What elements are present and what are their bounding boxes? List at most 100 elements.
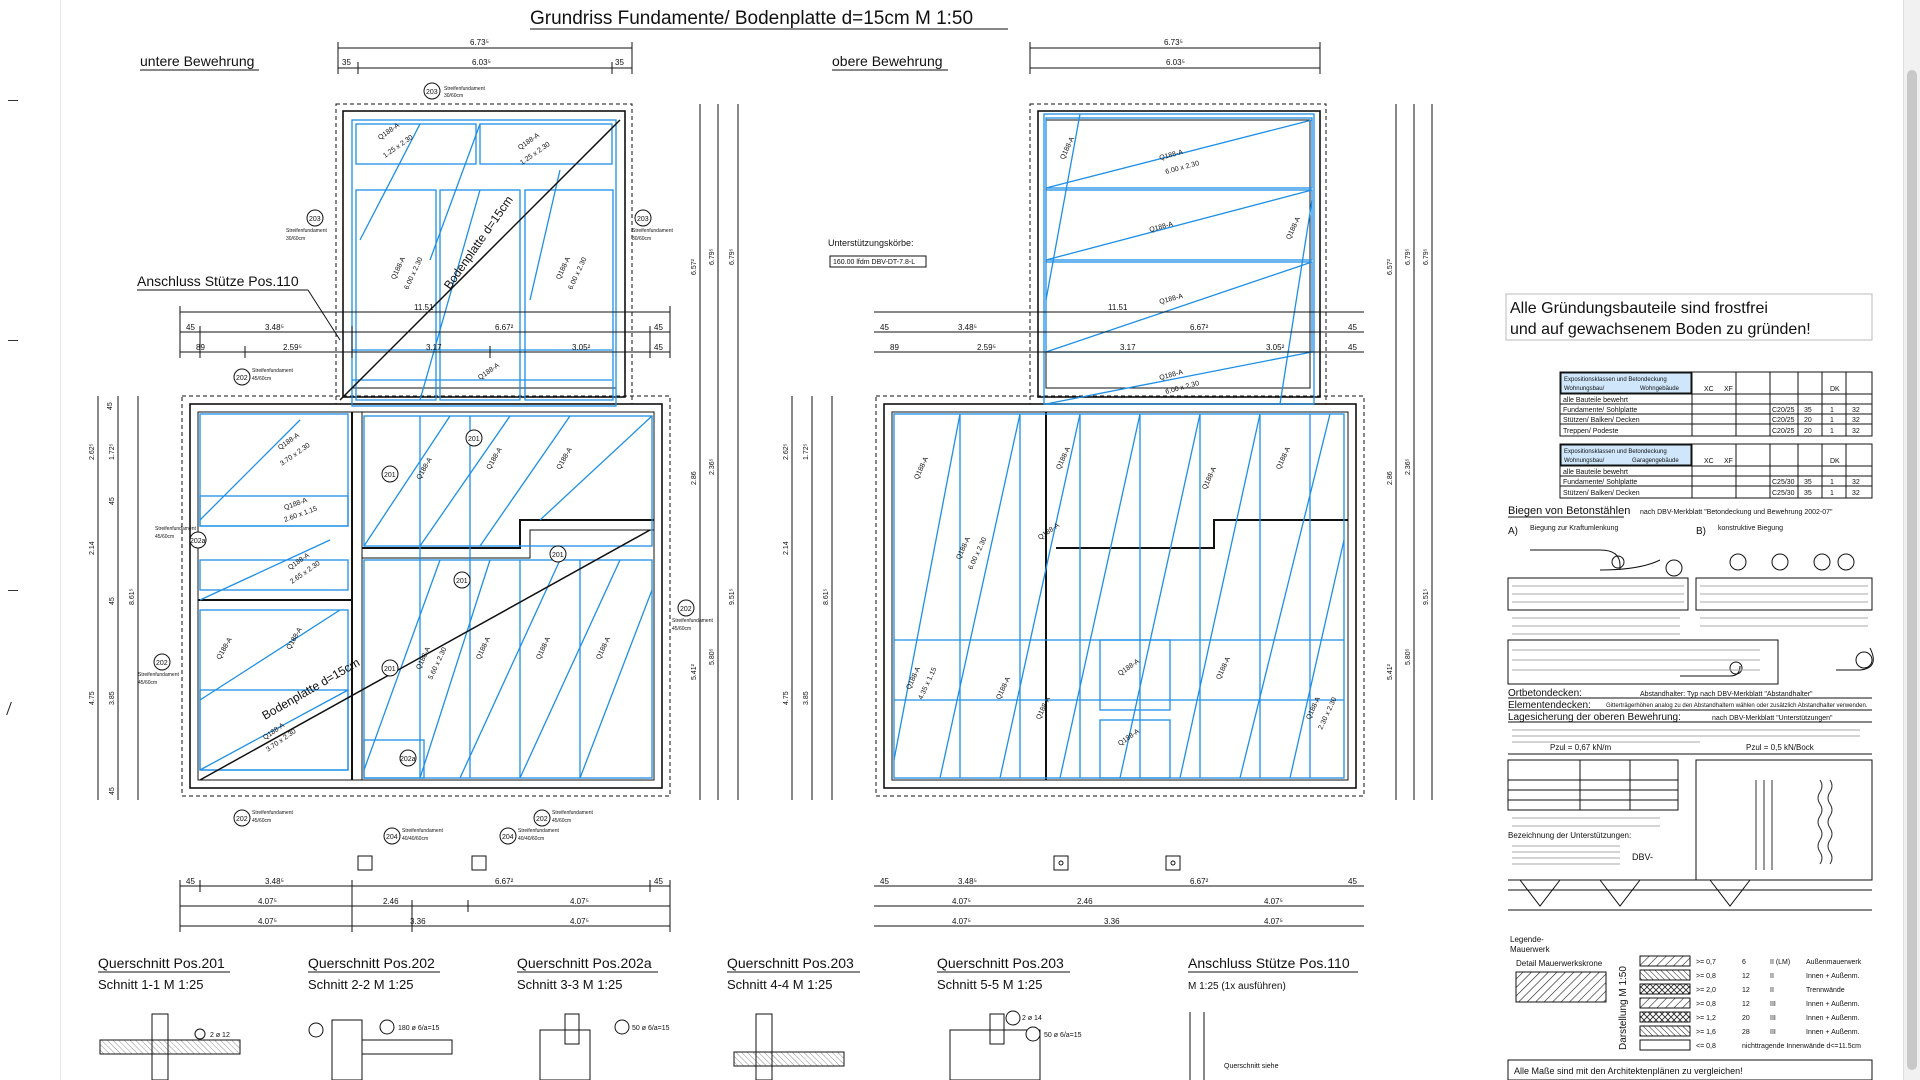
fnd-note: 40/40/60cm — [518, 836, 544, 842]
fnd-note: Streifenfundament — [632, 228, 673, 234]
dim-top-total-r: 6.73⁵ — [1164, 38, 1183, 47]
section-sub: Schnitt 3-3 M 1:25 — [517, 977, 623, 992]
t1-sub2: Wohngebäude — [1640, 386, 1680, 392]
mesh-tag-r: Q188-A — [1159, 293, 1184, 306]
t2-col32: 32 — [1852, 490, 1860, 497]
fnd-202: 202 — [156, 660, 168, 667]
dim-top-total: 6.73⁵ — [470, 38, 489, 47]
fnd-note: 45/60cm — [252, 376, 271, 382]
frost-note-2: und auf gewachsenem Boden zu gründen! — [1510, 321, 1811, 338]
t1-row: 1 — [1830, 407, 1834, 414]
mesh-tag: Q188-A — [286, 626, 304, 651]
section-sub: Schnitt 4-4 M 1:25 — [727, 977, 833, 992]
element: Elementendecken: — [1508, 700, 1591, 711]
label-obere-bewehrung: obere Bewehrung — [832, 53, 943, 69]
dim-left: 1.72⁵ — [109, 443, 116, 460]
t2-row: 35 — [1804, 490, 1812, 497]
dim-row-b: 3.17 — [426, 343, 442, 352]
scrollbar-thumb[interactable] — [1907, 70, 1917, 1070]
section-note: 2 ø 14 — [1022, 1015, 1042, 1022]
dim-right-r: 5.80⁵ — [1405, 648, 1412, 665]
dim-right-r: 2.36⁵ — [1405, 458, 1412, 475]
mesh-tag: Q188-A — [216, 636, 234, 661]
fnd-202: 202 — [536, 816, 548, 823]
fnd-note: Streifenfundament — [402, 828, 443, 834]
mw-row: III — [1770, 1001, 1776, 1008]
fnd-note: Streifenfundament — [155, 526, 196, 532]
t1-head: Expositionsklassen und Betondeckung — [1564, 377, 1667, 383]
mw-row: II — [1770, 973, 1774, 980]
fnd-202a: 202a — [190, 538, 206, 545]
mw-row: >= 1,6 — [1696, 1029, 1716, 1036]
mw-row: 6 — [1742, 959, 1746, 966]
mesh-tag-r: Q188-A — [905, 666, 922, 691]
mesh-tag-r: Q188-A — [995, 676, 1012, 701]
mw-row: Innen + Außenm. — [1806, 1029, 1860, 1036]
mw-row: Innen + Außenm. — [1806, 1001, 1860, 1008]
t1-col-xf: XF — [1724, 386, 1733, 393]
dim-bottom-c: 4.07⁵ — [570, 917, 589, 926]
dim-top-inner-r: 6.03⁵ — [1166, 58, 1185, 67]
drawing-title: Grundriss Fundamente/ Bodenplatte d=15cm… — [530, 8, 973, 29]
t1-row: 1 — [1830, 428, 1834, 435]
t1-row: 1 — [1830, 417, 1834, 424]
dim-1151-r: 11.51 — [1108, 303, 1128, 312]
dim-right: 9.51⁵ — [729, 588, 736, 605]
dim-row-a: 45 — [186, 323, 195, 332]
fnd-201: 201 — [384, 666, 396, 673]
dim-top-edge-b: 35 — [615, 58, 624, 67]
dim-left: 3.85 — [109, 691, 116, 705]
mesh-tag: Q188-A — [416, 456, 434, 481]
dim-row-a-r: 45 — [880, 323, 889, 332]
fnd-note: 30/60cm — [444, 93, 463, 99]
mw-row: 20 — [1742, 1015, 1750, 1022]
mw-row: III — [1770, 1015, 1776, 1022]
dim-row-a: 45 — [654, 323, 663, 332]
mesh-tag: Q188-A — [555, 256, 572, 281]
section-title: Querschnitt Pos.202 — [308, 955, 435, 971]
right-plan: 6.73⁵ 6.03⁵ — [783, 38, 1433, 927]
dim-left: 45 — [107, 402, 114, 410]
sections-row: Querschnitt Pos.201 Schnitt 1-1 M 1:25 Q… — [98, 955, 1358, 1080]
dim-bottom-b-r: 4.07⁵ — [952, 897, 971, 906]
biegen-ref: nach DBV-Merkblatt "Betondeckung und Bew… — [1640, 509, 1833, 516]
t2-row: Fundamente/ Sohlplatte — [1563, 479, 1637, 486]
t2-col-xf: XF — [1724, 458, 1733, 465]
mesh-tag-r: Q188-A — [1149, 221, 1174, 234]
t2-row: 1 — [1830, 479, 1834, 486]
biegen-a: A) — [1508, 526, 1518, 537]
t1-row: 20 — [1804, 428, 1812, 435]
dim-top-inner: 6.03⁵ — [472, 58, 491, 67]
section-sub: Schnitt 1-1 M 1:25 — [98, 977, 204, 992]
dim-right: 6.57² — [691, 258, 698, 275]
section-note: 50 ø 6/a=15 — [1044, 1032, 1082, 1039]
section-sub: M 1:25 (1x ausführen) — [1188, 981, 1286, 992]
t1-row: 20 — [1804, 417, 1812, 424]
label-untere-bewehrung: untere Bewehrung — [140, 53, 254, 69]
dim-bottom-b-r: 2.46 — [1077, 897, 1093, 906]
dim-bottom-a-r: 3.48⁵ — [958, 877, 977, 886]
dim-right-r: 9.51⁵ — [1423, 588, 1430, 605]
fnd-201: 201 — [468, 436, 480, 443]
dim-row-a-r: 45 — [1348, 323, 1357, 332]
fnd-note: 30/60cm — [286, 236, 305, 242]
mw-row: nichttragende Innenwände d<=11.5cm — [1742, 1043, 1861, 1050]
dim-left-r: 2.62⁵ — [783, 443, 790, 460]
t1-col32: 32 — [1852, 428, 1860, 435]
section-title: Querschnitt Pos.203 — [727, 955, 854, 971]
fnd-note: 45/60cm — [552, 818, 571, 824]
dim-row-a-r: 3.48⁵ — [958, 323, 977, 332]
dim-1151: 11.51 — [414, 303, 434, 312]
mw-row: >= 2,0 — [1696, 987, 1716, 994]
mw-row: >= 0,7 — [1696, 959, 1716, 966]
dim-row-b-r: 89 — [890, 343, 899, 352]
vertical-scrollbar[interactable] — [1903, 0, 1920, 1080]
fnd-204: 204 — [386, 834, 398, 841]
t1-row: 35 — [1804, 407, 1812, 414]
mesh-tag-r: Q188-A — [1201, 466, 1218, 491]
bez-title: Bezeichnung der Unterstützungen: — [1508, 831, 1631, 840]
fnd-note: 30/60cm — [632, 236, 651, 242]
fnd-note: Streifenfundament — [252, 368, 293, 374]
dim-row-b-r: 3.05² — [1266, 343, 1285, 352]
t2-col-dk: DK — [1830, 458, 1840, 465]
